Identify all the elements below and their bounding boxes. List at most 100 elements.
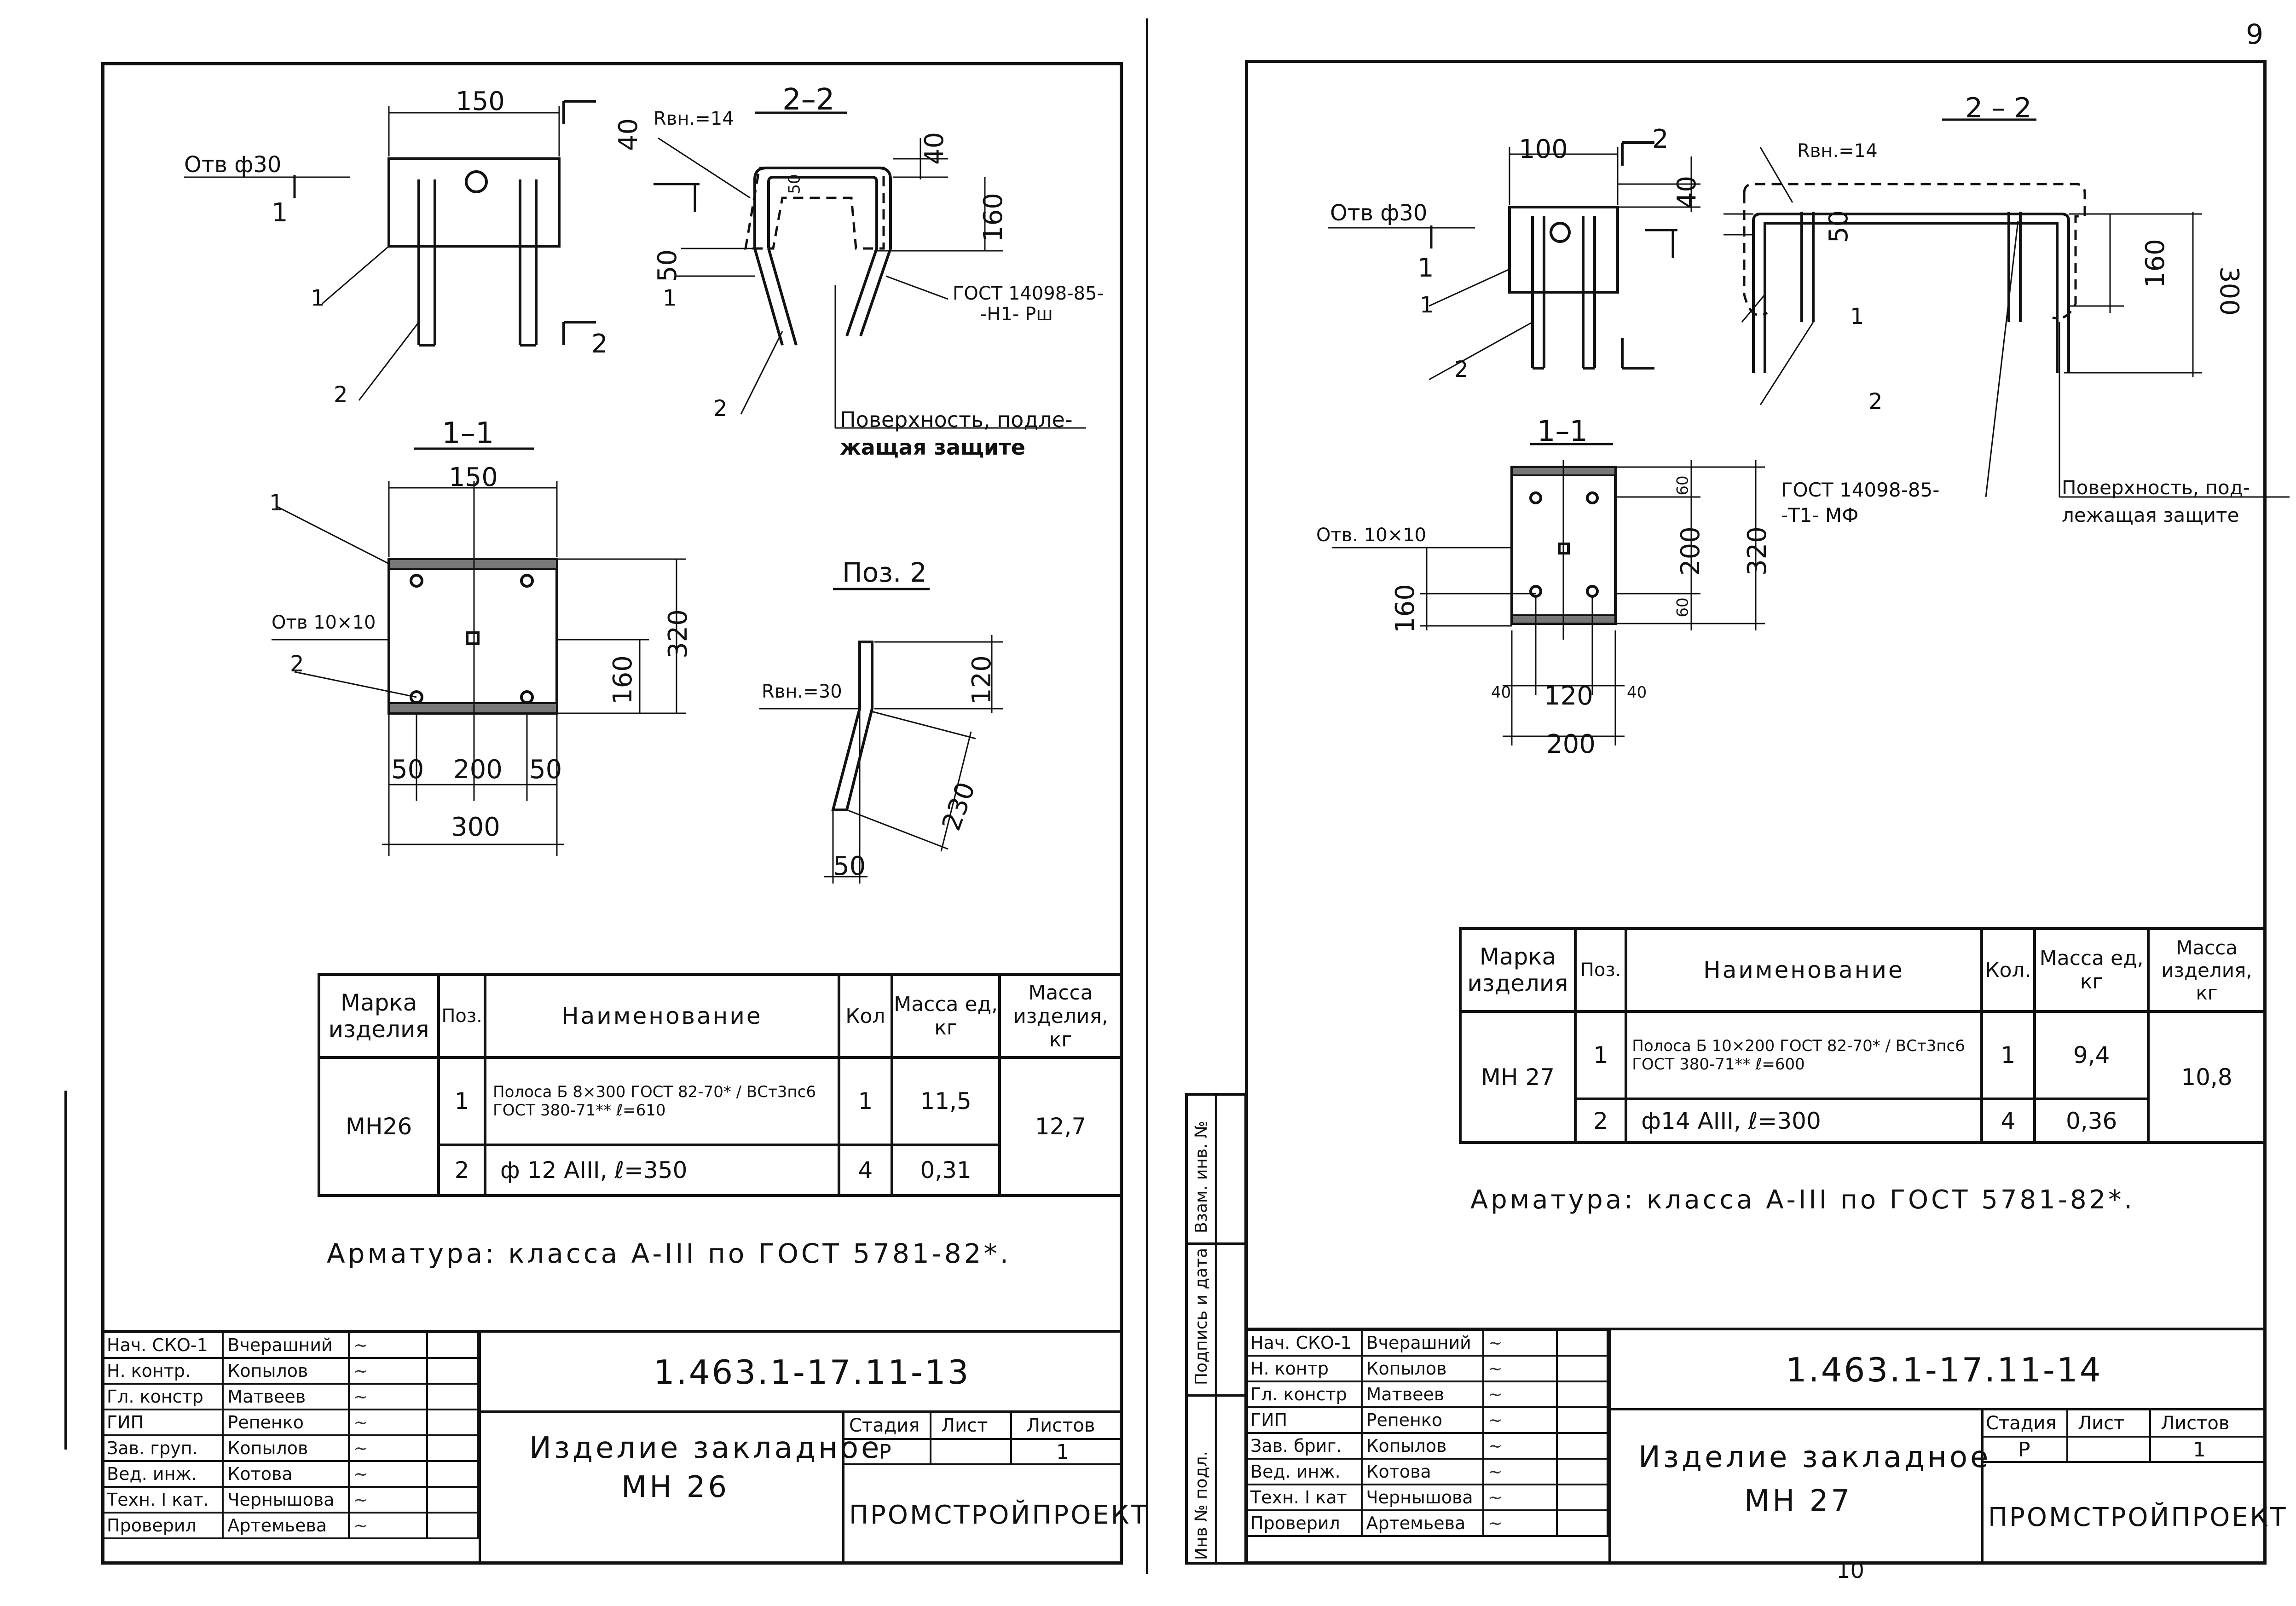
spec-qty: 4 <box>1980 1098 2036 1144</box>
tb-date <box>1556 1458 1608 1485</box>
left-product-title: Изделие закладное <box>529 1431 882 1465</box>
right-sheet-drawing <box>1328 118 2290 745</box>
tb-signature: ~ <box>348 1434 428 1462</box>
tb-name: Вчерашний <box>222 1331 350 1359</box>
right-surface-callout: Поверхность, под- <box>2062 476 2250 499</box>
left-dim: 300 <box>451 812 500 842</box>
left-stage-vline-2 <box>1010 1410 1012 1465</box>
left-stage-value: Р <box>879 1440 891 1464</box>
left-doc-code: 1.463.1-17.11-13 <box>654 1353 971 1392</box>
left-hole-label: Отв ф30 <box>184 152 282 178</box>
right-spec-table: Марка изделия Поз. Наименование Кол. Мас… <box>1459 927 2267 1144</box>
spec-total: 10,8 <box>2147 1010 2267 1144</box>
left-titleblock-line <box>101 1330 1123 1333</box>
tb-role: Проверил <box>1245 1509 1363 1537</box>
tb-date <box>426 1357 479 1385</box>
spec-header-pos: Поз. <box>1573 927 1628 1013</box>
left-radius-label: Rвн.=14 <box>654 108 734 129</box>
tb-name: Копылов <box>222 1357 350 1385</box>
stamp-label-inventory: Инв № подл. <box>1192 1451 1211 1560</box>
tb-role: ГИП <box>101 1409 224 1436</box>
left-margin-mark <box>64 1091 67 1450</box>
tb-name: Копылов <box>1360 1432 1485 1460</box>
tb-role: Зав. груп. <box>101 1434 224 1462</box>
spec-header-mark: Марка изделия <box>317 973 440 1059</box>
right-product-title: Изделие закладное <box>1638 1440 1991 1474</box>
spec-pos: 1 <box>437 1056 487 1146</box>
right-stage-header: Стадия <box>1986 1413 2057 1434</box>
right-sheet-frame <box>1245 60 2267 1565</box>
tb-role: Техн. I кат. <box>101 1486 224 1514</box>
tb-role: Проверил <box>101 1512 224 1539</box>
left-leader-number: 1 <box>663 285 677 311</box>
right-dim: 200 <box>1546 729 1596 759</box>
right-tb-vline <box>1608 1329 1611 1565</box>
stamp-label-replace: Взам. инв. № <box>1192 1121 1211 1233</box>
left-leader-number: 1 <box>269 490 283 516</box>
right-tb-vline-2 <box>1981 1408 1984 1565</box>
tb-role: Н. контр <box>1245 1355 1363 1382</box>
right-view-1-1-label: 1–1 <box>1537 414 1588 448</box>
tb-name: Чернышова <box>1360 1484 1485 1511</box>
spec-header-name: Наименование <box>484 973 840 1059</box>
spec-qty: 1 <box>1980 1010 2036 1100</box>
right-sheets-value: 1 <box>2193 1438 2206 1462</box>
right-sheet-header: Лист <box>2078 1413 2125 1434</box>
right-tb-hline <box>1608 1408 2267 1410</box>
spec-total: 12,7 <box>998 1056 1123 1197</box>
right-dim: 60 <box>1673 597 1692 618</box>
spec-header-pos: Поз. <box>437 973 487 1059</box>
spec-header-qty: Кол <box>837 973 894 1059</box>
tb-role: Нач. СКО-1 <box>101 1331 224 1359</box>
spec-name: Полоса Б 10×200 ГОСТ 82-70* / ВСт3пс6 ГО… <box>1625 1010 1983 1100</box>
tb-date <box>426 1512 479 1539</box>
sheet-divider <box>1146 18 1148 1574</box>
left-org-name: ПРОМСТРОЙПРОЕКТ <box>849 1500 1149 1530</box>
tb-signature: ~ <box>348 1460 428 1488</box>
spec-qty: 4 <box>837 1144 894 1197</box>
right-leader-number: 2 <box>1454 357 1469 382</box>
tb-role: Вед. инж. <box>101 1460 224 1488</box>
left-tb-vline-2 <box>842 1410 844 1565</box>
tb-role: Н. контр. <box>101 1357 224 1385</box>
right-stage-hline <box>1981 1436 2267 1438</box>
tb-date <box>426 1383 479 1410</box>
right-stage-vline-2 <box>2149 1408 2151 1462</box>
page-number-top: 9 <box>2246 18 2264 51</box>
right-leader-number: 1 <box>1850 304 1864 329</box>
left-stage-hline <box>842 1438 1123 1440</box>
tb-role: Техн. I кат <box>1245 1484 1363 1511</box>
tb-role: Зав. бриг. <box>1245 1432 1363 1460</box>
tb-date <box>426 1434 479 1462</box>
tb-date <box>1556 1509 1608 1537</box>
right-section-mark: 2 <box>1652 124 1669 154</box>
right-section-mark: 1 <box>1417 253 1434 283</box>
tb-signature: ~ <box>348 1512 428 1539</box>
left-stage-hline-2 <box>842 1463 1123 1465</box>
spec-header-qty: Кол. <box>1980 927 2036 1013</box>
left-view-1-1-label: 1–1 <box>442 416 494 451</box>
left-note: Арматура: класса А-III по ГОСТ 5781-82*. <box>327 1238 1011 1269</box>
right-dim: 40 <box>1627 683 1647 702</box>
spec-mass: 0,31 <box>891 1144 1001 1197</box>
left-leader-number: 2 <box>290 651 304 677</box>
spec-pos: 1 <box>1573 1010 1628 1100</box>
right-stage-hline-2 <box>1981 1461 2267 1463</box>
right-note: Арматура: класса А-III по ГОСТ 5781-82*. <box>1470 1185 2135 1215</box>
spec-pos: 2 <box>437 1144 487 1197</box>
tb-name: Матвеев <box>222 1383 350 1410</box>
tb-role: Гл. констр <box>101 1383 224 1410</box>
tb-signature: ~ <box>1482 1406 1558 1434</box>
tb-role: Вед. инж. <box>1245 1458 1363 1485</box>
tb-date <box>426 1331 479 1359</box>
right-hole-label: Отв. 10×10 <box>1316 525 1427 546</box>
right-titleblock-line <box>1245 1328 2267 1330</box>
left-section-mark: 1 <box>272 198 288 228</box>
left-spec-table: Марка изделия Поз. Наименование Кол Масс… <box>317 973 1123 1197</box>
tb-name: Артемьева <box>1360 1509 1485 1537</box>
left-dim: 120 <box>966 655 997 705</box>
spec-header-mark: Марка изделия <box>1459 927 1577 1013</box>
tb-signature: ~ <box>348 1486 428 1514</box>
right-dim: 320 <box>1742 526 1772 576</box>
